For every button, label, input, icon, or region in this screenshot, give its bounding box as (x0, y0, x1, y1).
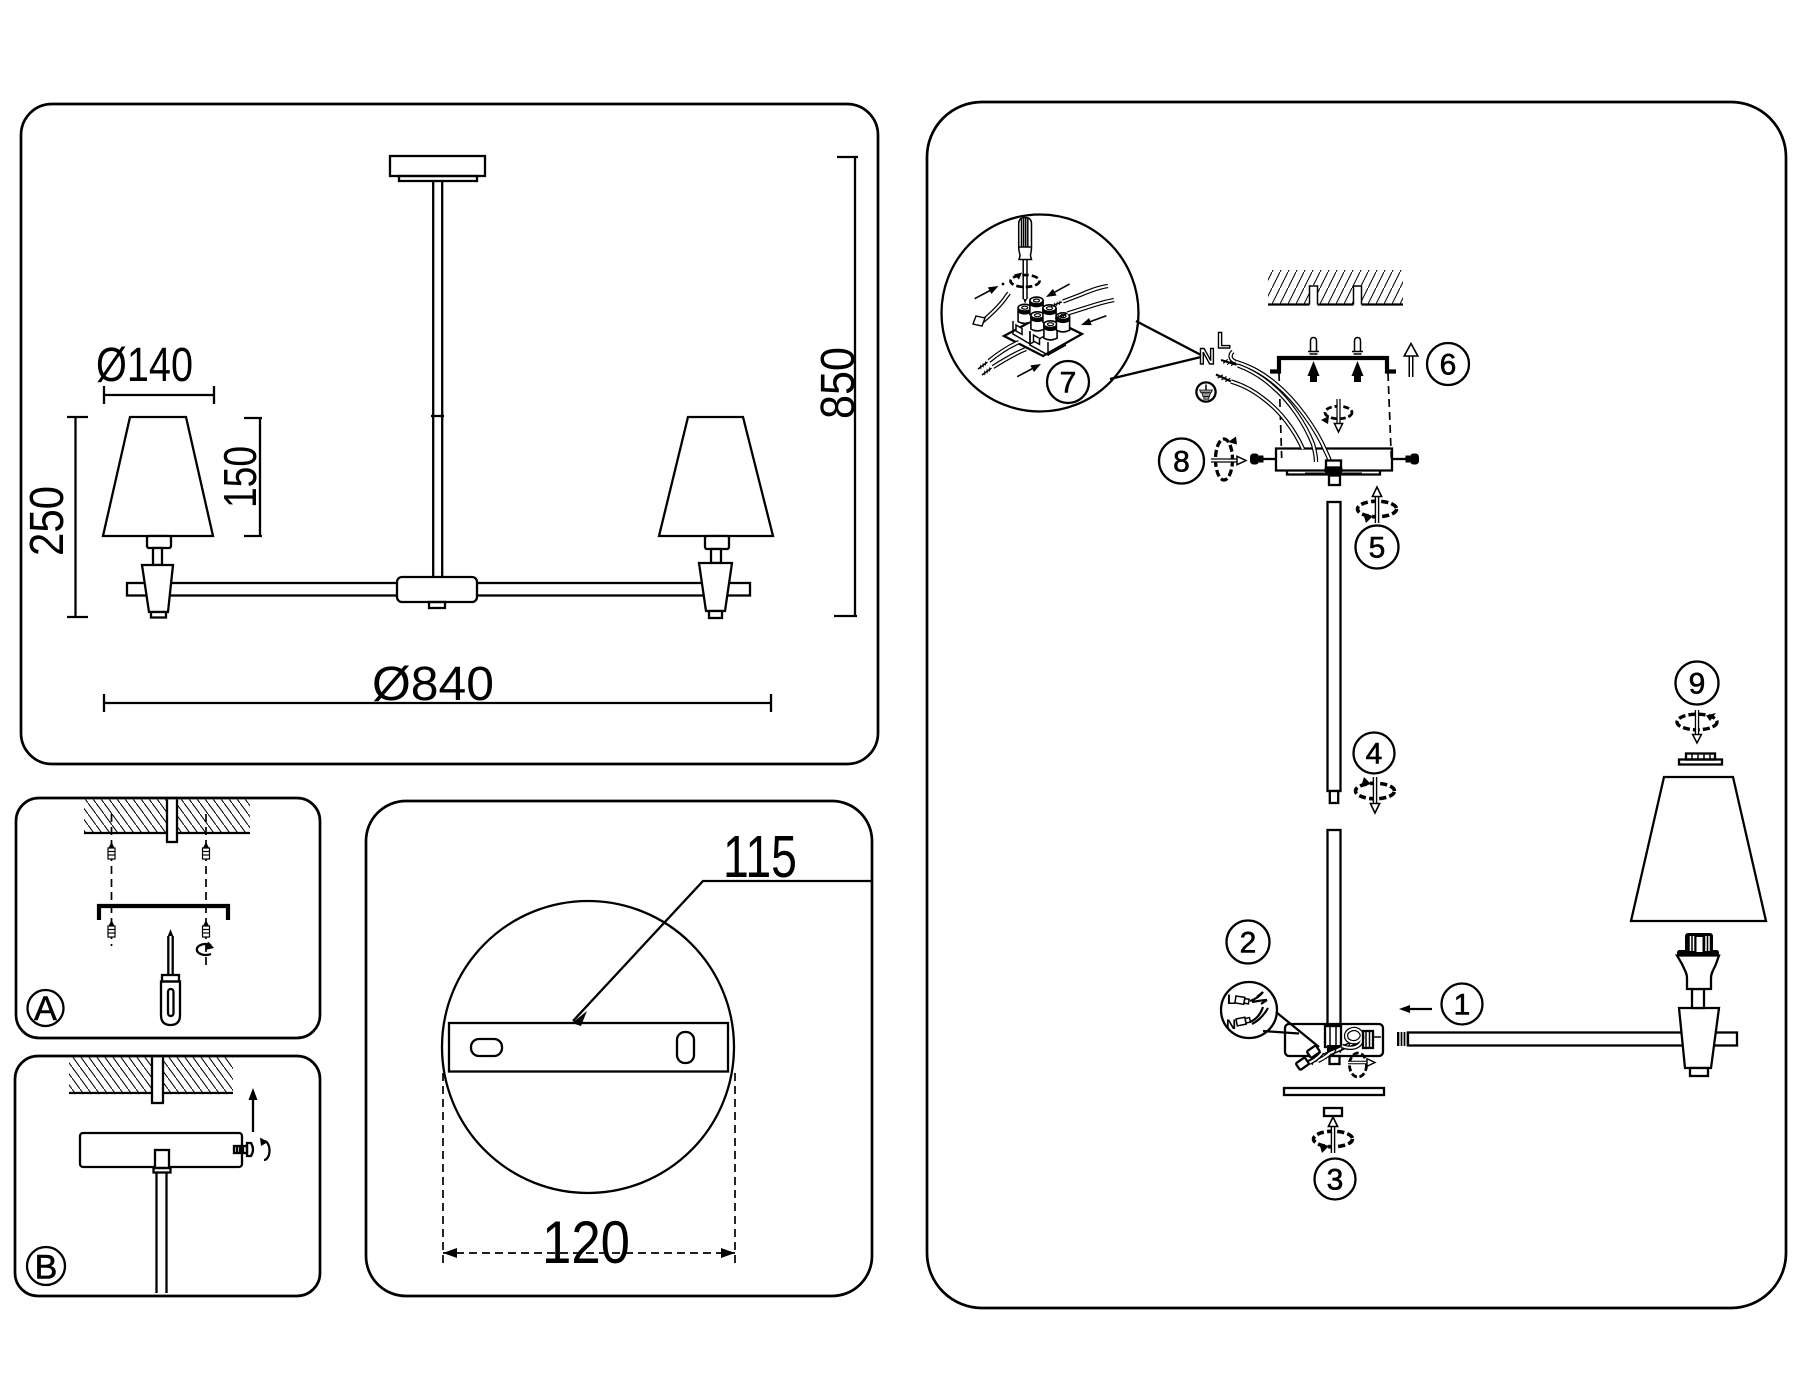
svg-text:120: 120 (542, 1209, 630, 1276)
svg-text:8: 8 (1173, 446, 1190, 479)
svg-text:3: 3 (1327, 1164, 1344, 1197)
svg-text:4: 4 (1366, 738, 1383, 771)
svg-text:2: 2 (1240, 927, 1257, 960)
svg-text:1: 1 (1454, 989, 1471, 1022)
svg-text:N: N (1226, 1016, 1236, 1032)
svg-text:9: 9 (1689, 668, 1706, 701)
svg-text:B: B (35, 1249, 58, 1287)
svg-text:L: L (1217, 328, 1230, 353)
svg-text:Ø840: Ø840 (372, 658, 494, 711)
svg-text:250: 250 (21, 486, 74, 556)
svg-text:850: 850 (812, 347, 865, 419)
svg-text:N: N (1199, 344, 1215, 369)
svg-text:7: 7 (1060, 367, 1077, 400)
svg-text:6: 6 (1440, 349, 1457, 382)
svg-text:150: 150 (214, 446, 266, 508)
svg-text:A: A (34, 990, 57, 1028)
svg-text:5: 5 (1369, 532, 1386, 565)
svg-text:Ø140: Ø140 (96, 339, 193, 392)
svg-text:115: 115 (723, 824, 797, 890)
svg-text:L: L (1227, 991, 1236, 1007)
